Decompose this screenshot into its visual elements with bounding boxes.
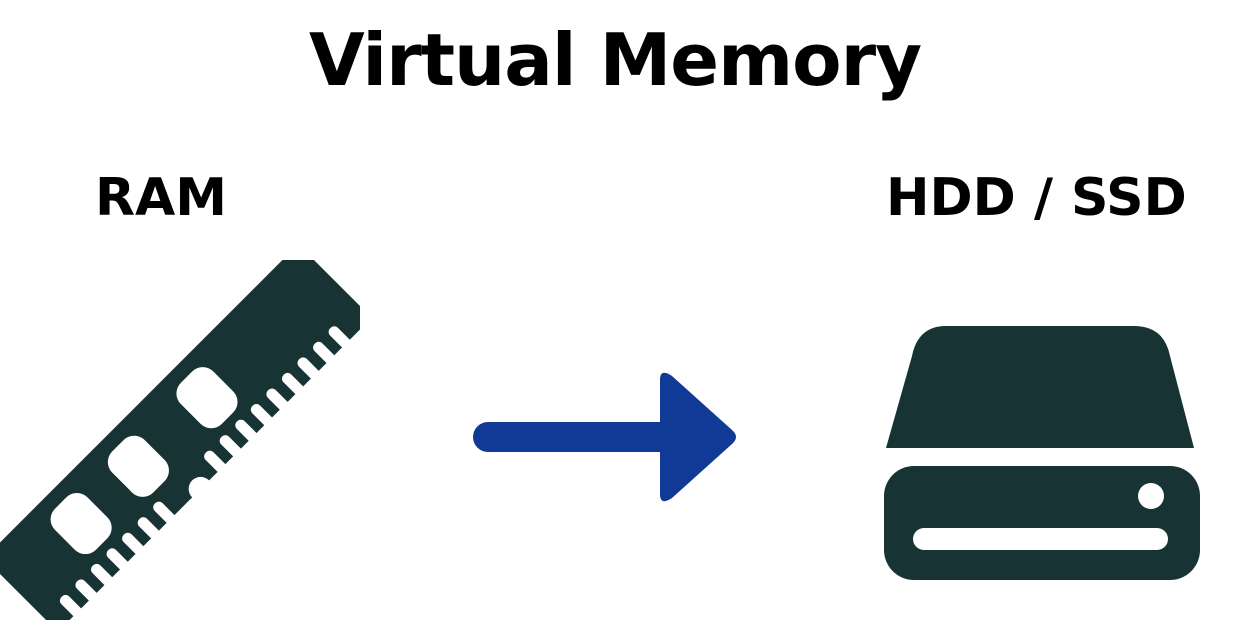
- diagram-title: Virtual Memory: [308, 18, 922, 102]
- ram-label: RAM: [95, 168, 228, 228]
- arrow-right-icon: [473, 372, 736, 502]
- hard-drive-icon: [884, 326, 1200, 580]
- ram-module-icon: [0, 260, 360, 620]
- storage-label: HDD / SSD: [886, 168, 1187, 228]
